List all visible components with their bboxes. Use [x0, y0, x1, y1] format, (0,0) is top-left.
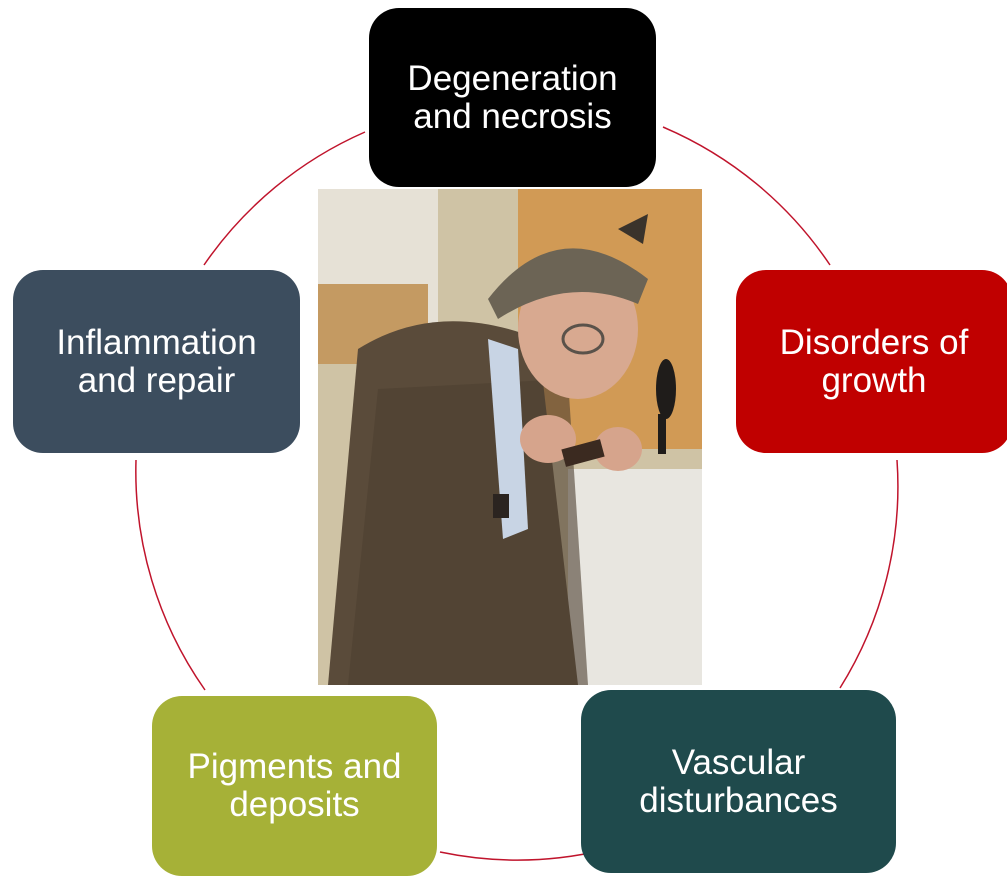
- ring-arc-disorders-vascular: [839, 459, 899, 689]
- node-label-line: and repair: [77, 360, 236, 400]
- node-inflammation-and-repair: Inflammation and repair: [13, 270, 300, 453]
- node-label-line: Vascular: [671, 742, 806, 782]
- node-degeneration-and-necrosis: Degeneration and necrosis: [369, 8, 656, 187]
- node-label-line: disturbances: [639, 780, 838, 820]
- node-label-line: Disorders of: [779, 322, 969, 362]
- node-label-line: deposits: [229, 785, 360, 824]
- node-label-line: Degeneration: [407, 58, 618, 98]
- node-disorders-of-growth: Disorders of growth: [736, 270, 1007, 453]
- ring-arc-pigments-inflammation: [135, 459, 206, 691]
- detective-photo: [318, 189, 702, 685]
- node-label-line: Pigments and: [187, 747, 402, 786]
- node-label-line: Inflammation: [56, 322, 257, 362]
- ring-arc-degeneration-disorders: [662, 126, 831, 266]
- node-vascular-disturbances: Vascular disturbances: [581, 690, 896, 873]
- node-label-line: and necrosis: [413, 96, 612, 136]
- node-pigments-and-deposits: Pigments and deposits: [152, 696, 437, 876]
- ring-arc-vascular-pigments: [439, 849, 605, 861]
- ring-arc-inflammation-degeneration: [203, 131, 366, 266]
- node-label-line: growth: [821, 360, 927, 400]
